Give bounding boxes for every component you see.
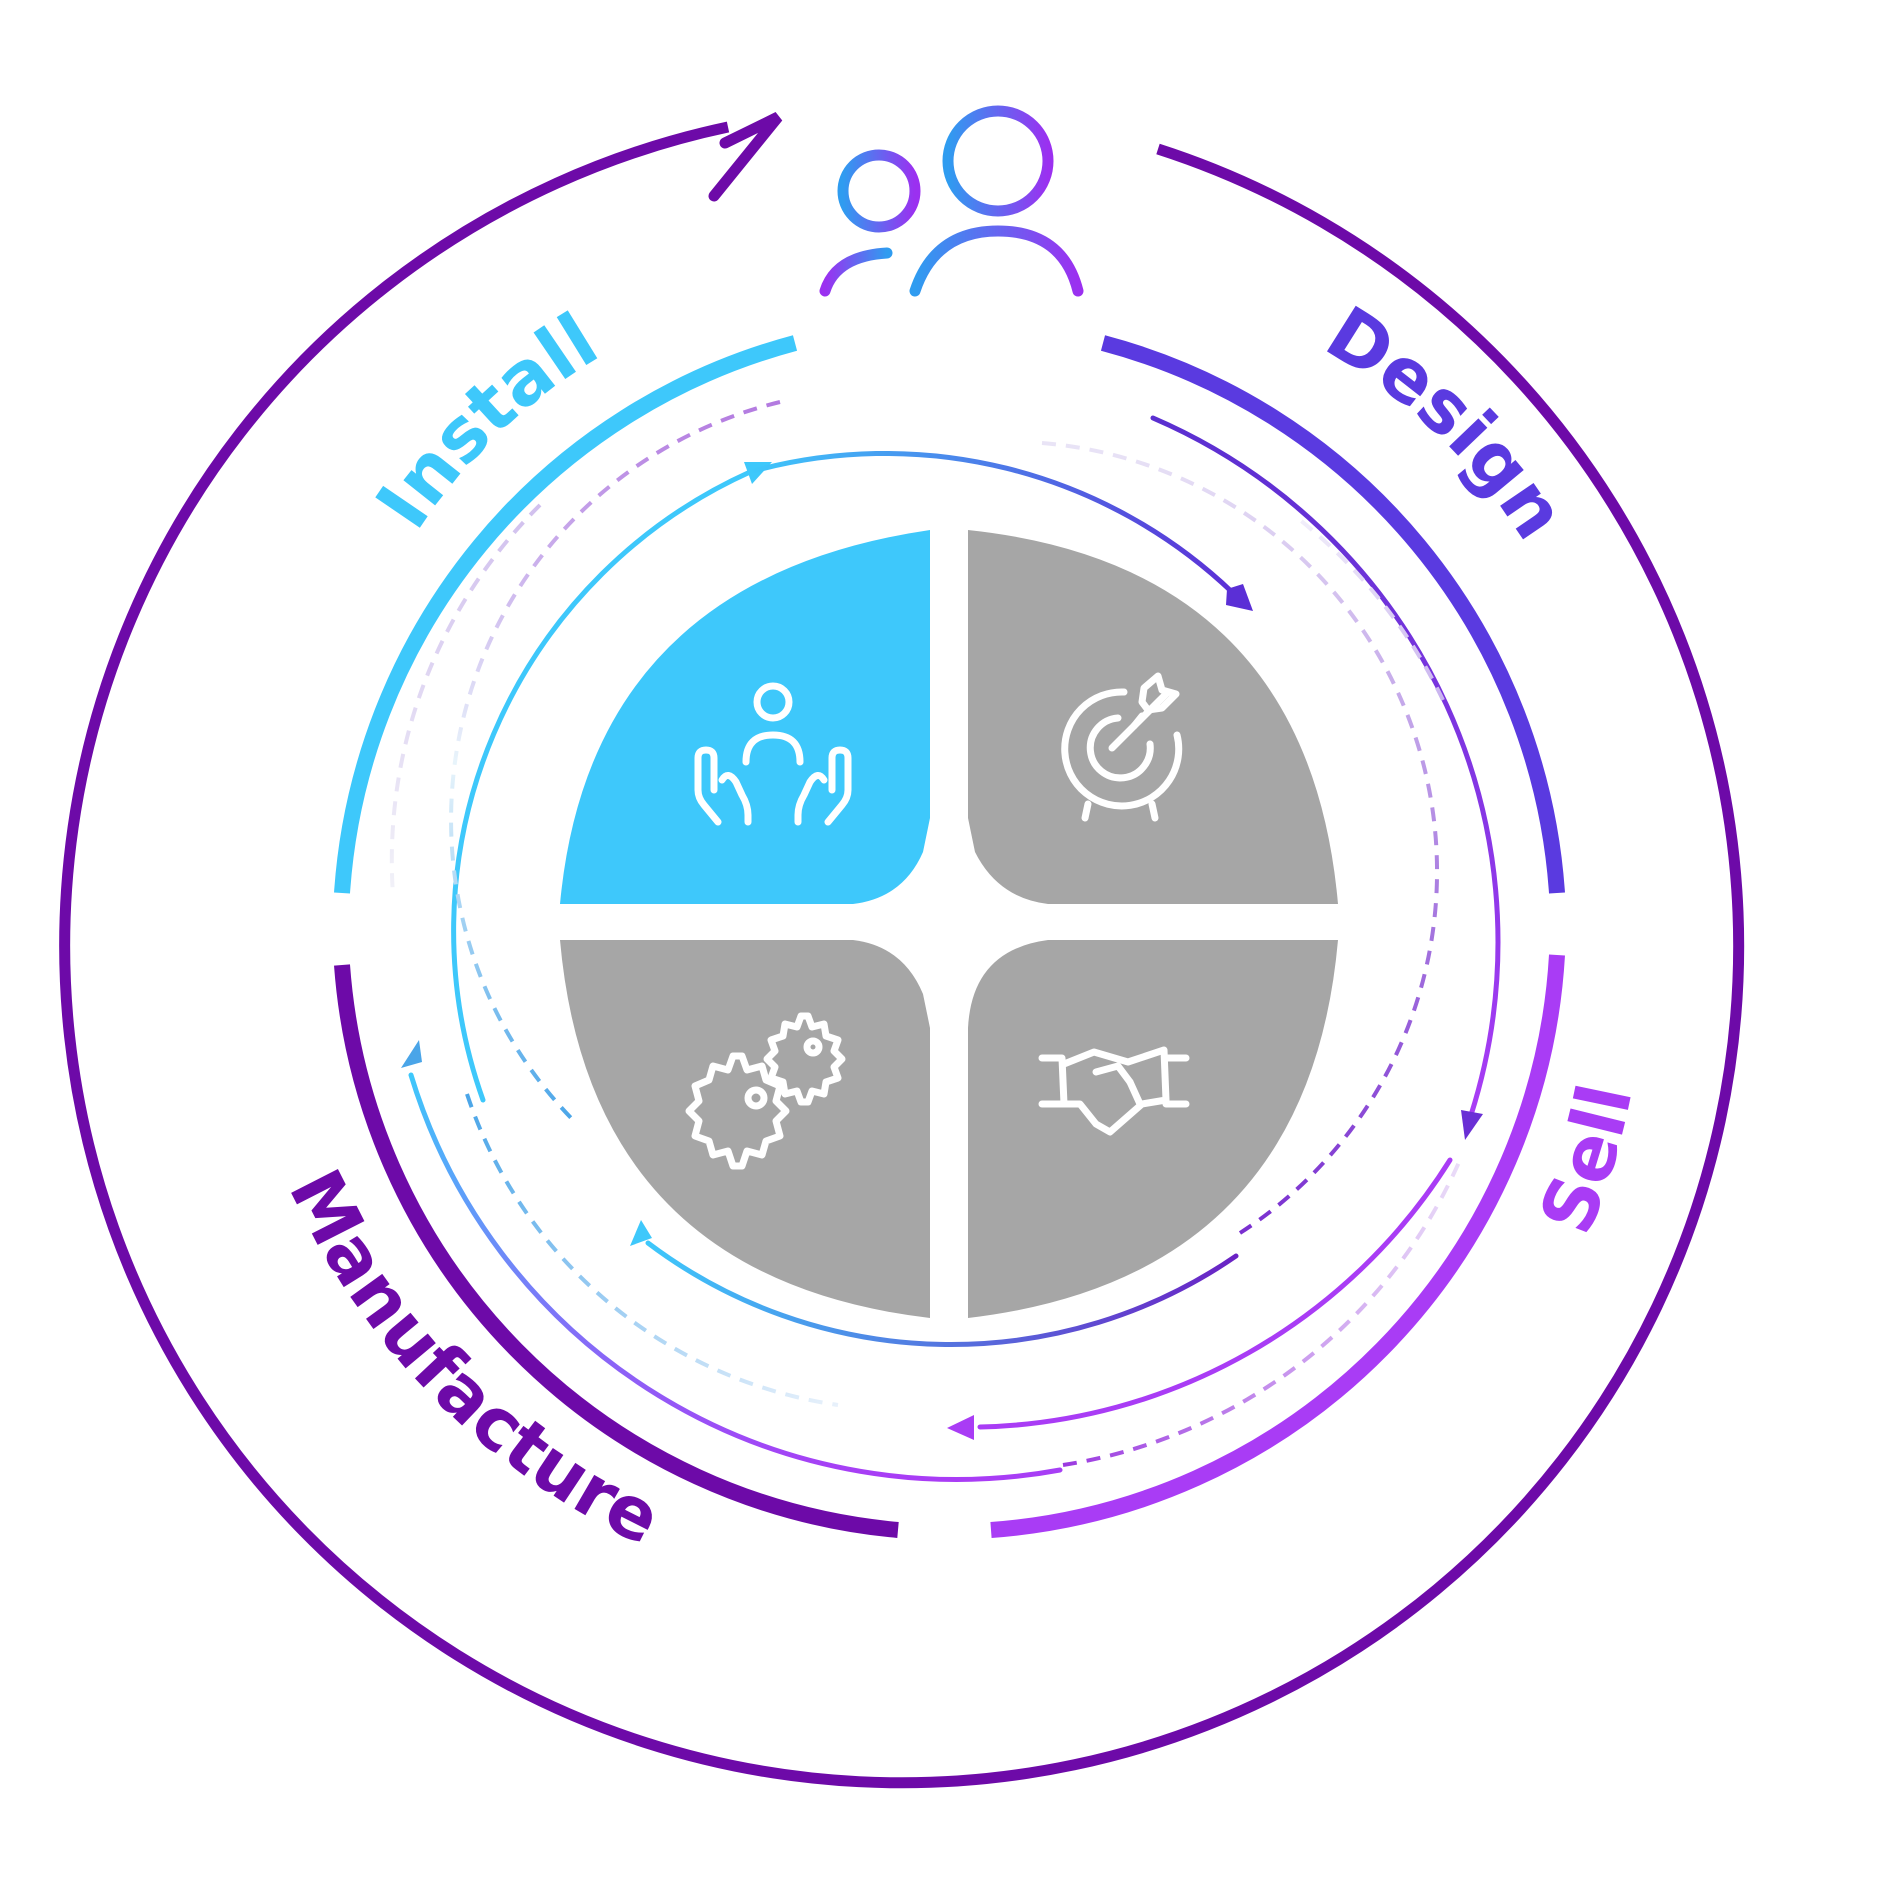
band-manufacture [334,964,899,1538]
band-sell [990,954,1565,1538]
band-design [1100,335,1565,894]
arrowhead-left [401,1040,422,1068]
arrowhead-inner-right [1226,584,1253,611]
person-in-hands-icon [694,682,852,826]
gears-icon [685,1012,846,1170]
users-icon [819,105,1084,297]
quadrant-design[interactable] [968,530,1338,904]
arrowhead-bottom [947,1415,974,1440]
outer-ring [59,112,1745,1789]
stage-label-manufacture: Manufacture [273,1157,674,1561]
target-arrow-icon [1061,672,1183,822]
handshake-icon [1038,1046,1190,1136]
stage-label-install: Install [360,297,612,543]
stage-label-design: Design [1312,290,1583,554]
arrowhead-right [1461,1110,1483,1140]
middle-arrow-rings [401,415,1501,1482]
quadrant-manufacture[interactable] [560,940,930,1318]
quadrant-sell[interactable] [968,940,1338,1318]
stage-label-sell: Sell [1524,1077,1650,1245]
outer-ring-arrowhead [708,112,783,202]
arrowhead-inner-bottom [630,1220,652,1246]
inner-arrow-ring [451,451,1253,1347]
quadrants [560,530,1338,1318]
dashed-rings [389,400,1462,1467]
stage-bands [334,335,1565,1538]
band-install [334,335,798,894]
quadrant-install[interactable] [560,530,930,904]
